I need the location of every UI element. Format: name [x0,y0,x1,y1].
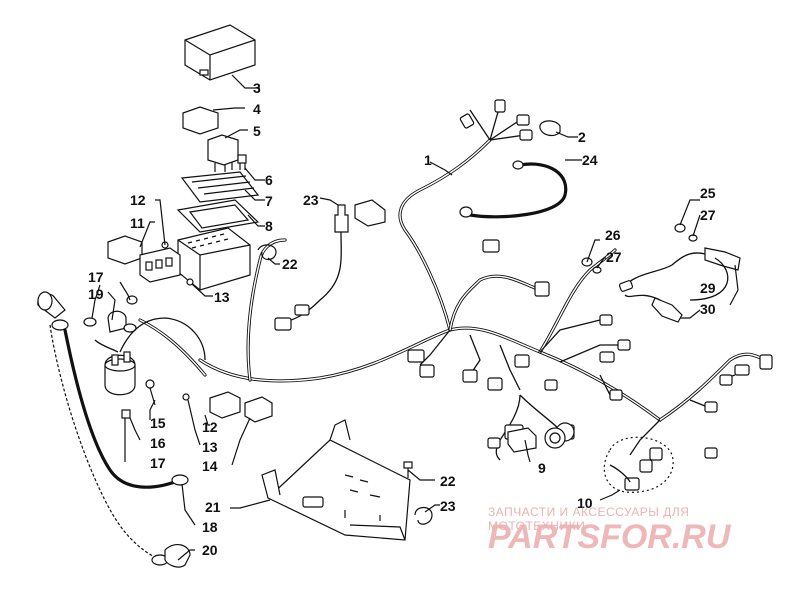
relay [207,134,239,172]
terminal-cap [539,120,561,137]
callout-23: 23 [440,498,456,514]
connector-14 [209,391,273,423]
callout-8: 8 [265,218,273,234]
terminal-block [139,247,181,283]
main-harness [138,104,767,461]
callout-12a: 12 [130,192,146,208]
screw-22 [403,461,413,478]
callout-9: 9 [538,460,546,476]
callout-26: 24 [582,152,598,168]
connector-group [603,436,674,493]
callout-17a: 17 [88,269,104,285]
callout-24: 22 [282,256,298,272]
callout-29: 29 [700,280,716,296]
callout-16: 16 [150,435,166,451]
callout-14: 14 [202,458,218,474]
callout-19: 19 [88,286,104,302]
fuse-board [180,171,260,203]
callout-12b: 12 [202,419,218,435]
callout-5: 5 [253,123,261,139]
harness-connectors [407,99,773,459]
sensor-lower [624,257,729,323]
callout-25: 23 [303,192,319,208]
callout-3: 3 [253,80,261,96]
callout-27a: 25 [700,185,716,201]
callout-21: 21 [205,499,221,515]
callout-20: 20 [202,542,218,558]
watermark-logo: PARTSFOR.RU [488,518,732,556]
callout-7: 7 [265,193,273,209]
callout-10: 10 [577,495,593,511]
callout-6: 6 [265,172,273,188]
mounting-plate [261,419,411,541]
starter-solenoid [104,351,136,396]
watermark-logo-text: PARTSFOR.RU [488,518,732,556]
callout-13a: 13 [214,289,230,305]
callout-17b: 17 [150,455,166,471]
fuse [237,154,247,170]
battery-cable-boot [37,291,66,319]
clip-23 [414,506,433,525]
connector-25b [354,199,386,227]
callout-13b: 13 [202,439,218,455]
relay-small [182,106,219,135]
oxygen-sensor [274,204,349,331]
fuse-block-base [177,227,251,291]
callout-22: 22 [440,473,456,489]
callout-4: 4 [253,101,261,117]
callout-numbers: 3 4 5 6 7 8 22 13 12 11 1 2 24 23 25 27 … [88,80,716,558]
switch-assembly [507,427,566,453]
callout-2: 2 [578,129,586,145]
callout-1: 1 [424,152,432,168]
callout-28b: 27 [606,249,622,265]
battery-cable [49,319,189,566]
cable-boot-2 [107,310,127,333]
solenoid-cables [94,317,206,361]
ground-wire [459,160,568,219]
callout-27b: 26 [605,227,621,243]
watermark-tagline: ЗАПЧАСТИ И АКСЕССУАРЫ ДЛЯ МОТОТЕХНИКИ [488,505,690,533]
cable-boot-end [164,543,191,568]
temperature-sensor-upper [618,247,741,292]
callout-11: 11 [130,215,145,231]
retainer-clip [257,244,277,261]
fuse-box-cover [184,24,256,81]
fuse-box-gasket [176,199,260,233]
callout-15: 15 [150,415,166,431]
callout-30: 30 [700,301,716,317]
relay-block [107,235,143,265]
leader-lines [91,74,739,561]
callout-28a: 27 [700,207,716,223]
callout-18: 18 [202,519,218,535]
